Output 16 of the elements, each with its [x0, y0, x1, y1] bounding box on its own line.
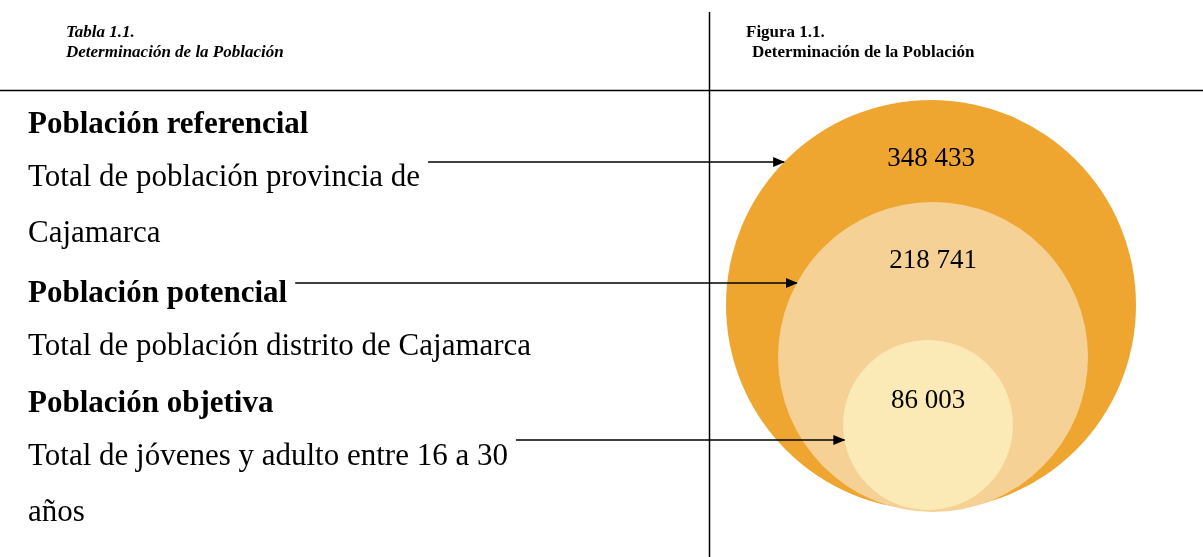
population-count: 348 433 [887, 142, 975, 173]
population-count: 86 003 [890, 384, 966, 415]
population-heading: Población objetiva [28, 383, 275, 421]
population-description: Total de población provincia de Cajamarca [28, 157, 422, 251]
figure-heading: Determinación de la Población [66, 42, 284, 62]
population-heading: Población potencial [28, 273, 289, 311]
arrow [427, 157, 786, 167]
population-description: Total de población distrito de Cajamarca [28, 326, 533, 364]
figure-number: Tabla 1.1. [66, 22, 135, 42]
arrow [294, 278, 798, 288]
population-count: 218 741 [889, 244, 977, 275]
arrow [515, 435, 846, 445]
population-heading: Población referencial [28, 104, 310, 142]
population-description: Total de jóvenes y adulto entre 16 a 30 años [28, 436, 509, 530]
figure-number: Figura 1.1. [746, 22, 825, 42]
figure-heading: Determinación de la Población [752, 42, 975, 62]
